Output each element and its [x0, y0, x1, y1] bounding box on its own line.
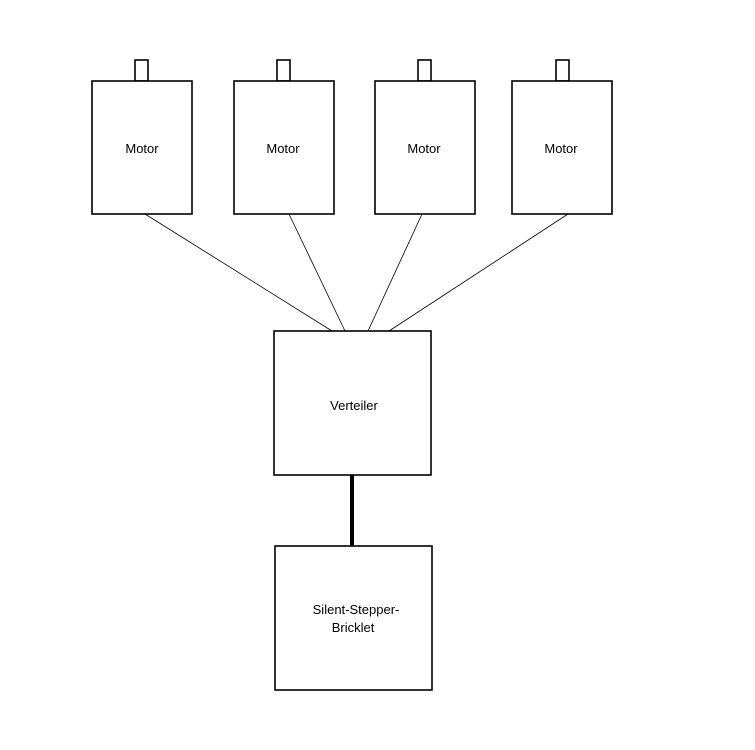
motor-4-box [511, 80, 613, 215]
distributor-box [273, 330, 432, 476]
distributor-label: Verteiler [330, 398, 378, 413]
motor-1-shaft [134, 59, 149, 82]
motor-2-label: Motor [266, 141, 300, 156]
motor-2: Motor [233, 59, 335, 215]
motor-1-box [91, 80, 193, 215]
motor-3-box [374, 80, 476, 215]
motor-3-label: Motor [407, 141, 441, 156]
bricklet-label-line1: Silent-Stepper- [313, 602, 400, 617]
cable-motor-2 [288, 213, 346, 332]
motor-2-shaft [276, 59, 291, 82]
bricklet-box [274, 545, 433, 691]
motor-4-label: Motor [544, 141, 578, 156]
motor-4: Motor [511, 59, 613, 215]
bricklet: Silent-Stepper- Bricklet [274, 545, 433, 691]
bricklet-label-line2: Bricklet [332, 620, 375, 635]
cable-motor-1 [144, 213, 333, 332]
motor-4-shaft [555, 59, 570, 82]
motor-3: Motor [374, 59, 476, 215]
motor-1-label: Motor [125, 141, 159, 156]
cable-motor-4 [388, 213, 569, 332]
motor-2-box [233, 80, 335, 215]
distributor: Verteiler [273, 330, 432, 476]
cable-motor-3 [367, 213, 423, 332]
motor-3-shaft [417, 59, 432, 82]
motor-1: Motor [91, 59, 193, 215]
